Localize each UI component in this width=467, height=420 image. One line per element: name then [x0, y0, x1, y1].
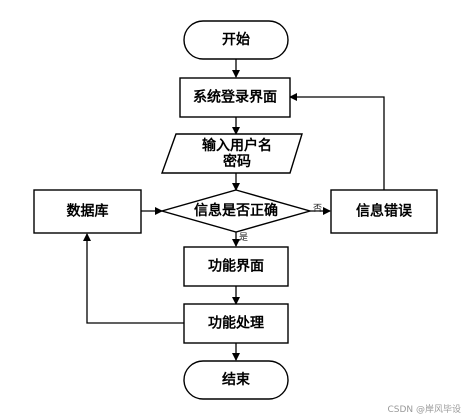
error-box	[330, 189, 438, 234]
edge-label-no: 否	[313, 203, 322, 214]
decision-label: 信息是否正确	[194, 202, 278, 219]
function-process-box	[183, 303, 289, 344]
function-screen-label: 功能界面	[208, 258, 264, 275]
function-process-label: 功能处理	[208, 315, 264, 332]
input-parallelogram	[161, 133, 303, 174]
decision-diamond	[159, 189, 313, 233]
function-screen-box	[183, 246, 289, 287]
start-label: 开始	[222, 31, 250, 48]
end-terminator	[183, 360, 289, 400]
end-label: 结束	[222, 371, 251, 388]
watermark-text: CSDN @岸风毕设	[387, 403, 461, 415]
database-box	[33, 189, 142, 234]
start-terminator	[183, 20, 289, 60]
edge-process-to-database	[83, 233, 184, 324]
login-screen-label: 系统登录界面	[193, 89, 277, 106]
input-label-line1: 输入用户名	[202, 137, 272, 154]
error-label: 信息错误	[356, 203, 413, 220]
database-label: 数据库	[67, 203, 109, 220]
edge-label-yes: 是	[239, 232, 248, 243]
login-screen-box	[179, 77, 291, 118]
input-label-line2: 密码	[222, 153, 251, 170]
edge-error-to-login	[289, 93, 385, 190]
